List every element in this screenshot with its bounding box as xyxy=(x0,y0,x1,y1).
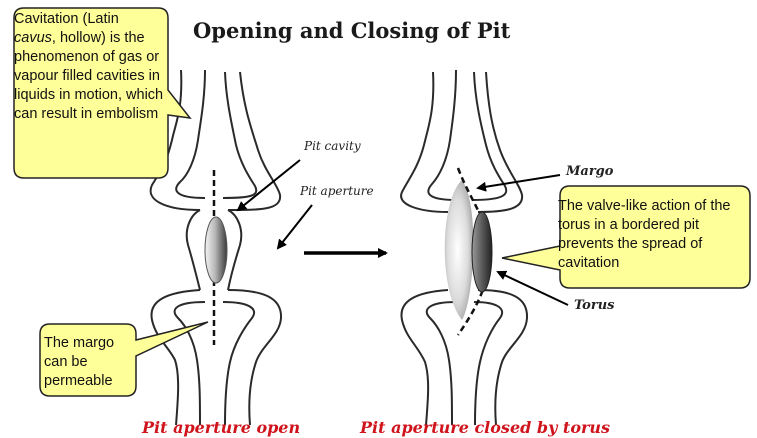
valve-callout-text: The valve-like action of the torus in a … xyxy=(558,198,731,271)
margo-pointer xyxy=(476,174,561,192)
closed-pit-walls xyxy=(400,69,529,426)
cavitation-text-rest: , hollow) is the phenomenon of gas or va… xyxy=(14,30,164,122)
torus-pointer xyxy=(496,270,569,306)
pit-cavity-pointer xyxy=(236,159,301,212)
cavitation-callout-bubble xyxy=(13,7,192,179)
cavitation-text-start: Cavitation (Latin xyxy=(14,11,119,27)
valve-callout-bubble xyxy=(501,185,751,289)
closed-pit-chamber xyxy=(444,180,474,320)
pit-aperture-pointer xyxy=(276,204,313,250)
open-pit-torus xyxy=(204,216,228,284)
torus-label: Torus xyxy=(574,298,615,313)
margo-label: Margo xyxy=(566,164,614,179)
open-pit-walls xyxy=(149,69,283,426)
cavitation-text-italic: cavus xyxy=(14,30,52,46)
closed-pit-margo xyxy=(456,167,492,336)
diagram-title: Opening and Closing of Pit xyxy=(193,18,511,43)
pit-aperture-label: Pit aperture xyxy=(300,184,374,198)
pit-cavity-label: Pit cavity xyxy=(304,139,361,153)
caption-open: Pit aperture open xyxy=(142,418,301,437)
closed-pit-torus xyxy=(471,211,493,293)
cavitation-callout-text: Cavitation (Latin cavus, hollow) is the … xyxy=(14,10,164,124)
margo-callout-bubble xyxy=(39,321,209,397)
margo-callout-text: The margo can be permeable xyxy=(44,335,115,389)
caption-closed: Pit aperture closed by torus xyxy=(360,418,611,437)
